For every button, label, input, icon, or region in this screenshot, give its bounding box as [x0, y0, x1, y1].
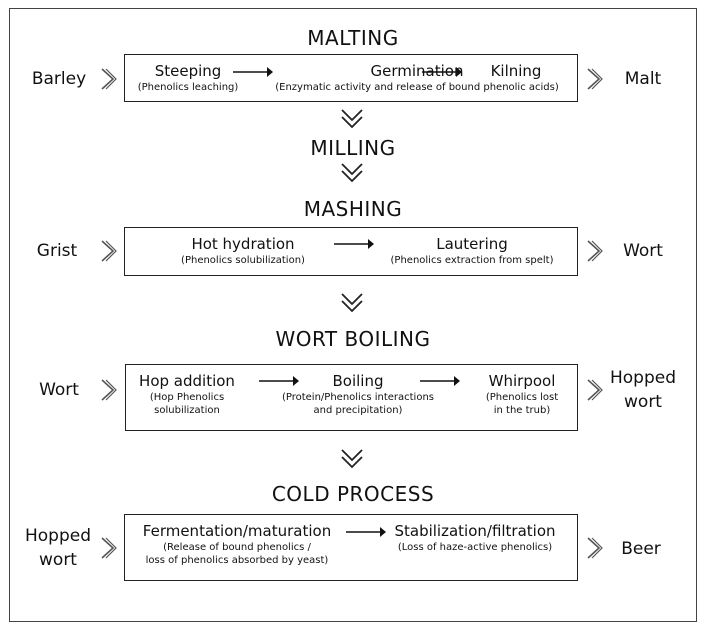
- stage-title-milling: MILLING: [310, 136, 396, 160]
- stage-title-malting: MALTING: [307, 26, 399, 50]
- chevron-down-icon: [341, 163, 363, 183]
- step-name: Steeping: [154, 62, 222, 80]
- stage-title-cold-process: COLD PROCESS: [271, 482, 435, 506]
- step-name: Fermentation/maturation: [142, 522, 332, 540]
- step-germination: Germination (Enzymatic activity and rele…: [264, 61, 570, 94]
- step-note: (Phenolics leaching): [137, 82, 239, 93]
- chevron-right-icon: [587, 379, 603, 401]
- step-note: (Protein/Phenolics interactions and prec…: [281, 392, 435, 416]
- arrow-right-icon: [420, 376, 460, 386]
- step-name: Stabilization/filtration: [394, 522, 556, 540]
- malting-process-box: [124, 54, 578, 102]
- diagram-frame: [9, 8, 697, 622]
- chevron-right-icon: [587, 537, 603, 559]
- step-name: Whirpool: [488, 372, 556, 390]
- output-label-malt: Malt: [624, 69, 662, 89]
- step-stabilization-filtration: Stabilization/filtration (Loss of haze-a…: [386, 521, 564, 554]
- chevron-right-icon: [101, 537, 117, 559]
- output-label-hopped-wort: Hopped wort: [609, 368, 677, 412]
- arrow-right-icon: [259, 376, 299, 386]
- step-name: Hot hydration: [191, 235, 295, 253]
- chevron-right-icon: [101, 68, 117, 90]
- step-boiling: Boiling (Protein/Phenolics interactions …: [270, 371, 446, 417]
- step-note: (Enzymatic activity and release of bound…: [275, 82, 559, 93]
- step-note: (Loss of haze-active phenolics): [397, 542, 553, 553]
- step-name: Lautering: [436, 235, 508, 253]
- step-fermentation-maturation: Fermentation/maturation (Release of boun…: [130, 521, 344, 567]
- step-note: (Release of bound phenolics / loss of ph…: [145, 542, 329, 566]
- step-name: Boiling: [332, 372, 384, 390]
- input-label-grist: Grist: [36, 241, 78, 261]
- output-label-wort: Wort: [623, 241, 663, 261]
- mashing-process-box: [124, 227, 578, 276]
- output-label-beer: Beer: [621, 539, 661, 559]
- step-name: Germination: [370, 62, 464, 80]
- step-name: Hop addition: [139, 372, 235, 390]
- chevron-right-icon: [101, 379, 117, 401]
- cold-process-box: [124, 514, 578, 581]
- chevron-right-icon: [101, 240, 117, 262]
- step-whirpool: Whirpool (Phenolics lost in the trub): [474, 371, 570, 417]
- step-note: (Hop Phenolics solubilization: [149, 392, 225, 416]
- chevron-down-icon: [341, 449, 363, 469]
- step-kilning: Kilning: [476, 61, 556, 81]
- step-name: Kilning: [490, 62, 542, 80]
- chevron-right-icon: [587, 240, 603, 262]
- chevron-right-icon: [587, 68, 603, 90]
- stage-title-mashing: MASHING: [303, 197, 403, 221]
- wort-boiling-process-box: [125, 364, 578, 431]
- step-note: (Phenolics extraction from spelt): [390, 255, 554, 266]
- step-note: (Phenolics lost in the trub): [485, 392, 559, 416]
- arrow-right-icon: [334, 239, 374, 249]
- stage-title-wort-boiling: WORT BOILING: [275, 327, 431, 351]
- step-lautering: Lautering (Phenolics extraction from spe…: [380, 234, 564, 267]
- input-label-barley: Barley: [31, 69, 87, 89]
- step-hop-addition: Hop addition (Hop Phenolics solubilizati…: [132, 371, 242, 417]
- arrow-right-icon: [346, 527, 386, 537]
- chevron-down-icon: [341, 109, 363, 129]
- input-label-wort: Wort: [39, 380, 79, 400]
- step-note: (Phenolics solubilization): [181, 255, 305, 266]
- step-steeping: Steeping (Phenolics leaching): [130, 61, 246, 94]
- chevron-down-icon: [341, 293, 363, 313]
- arrow-right-icon: [422, 67, 462, 77]
- step-hot-hydration: Hot hydration (Phenolics solubilization): [160, 234, 326, 267]
- input-label-hopped-wort: Hopped wort: [24, 526, 92, 570]
- arrow-right-icon: [233, 67, 273, 77]
